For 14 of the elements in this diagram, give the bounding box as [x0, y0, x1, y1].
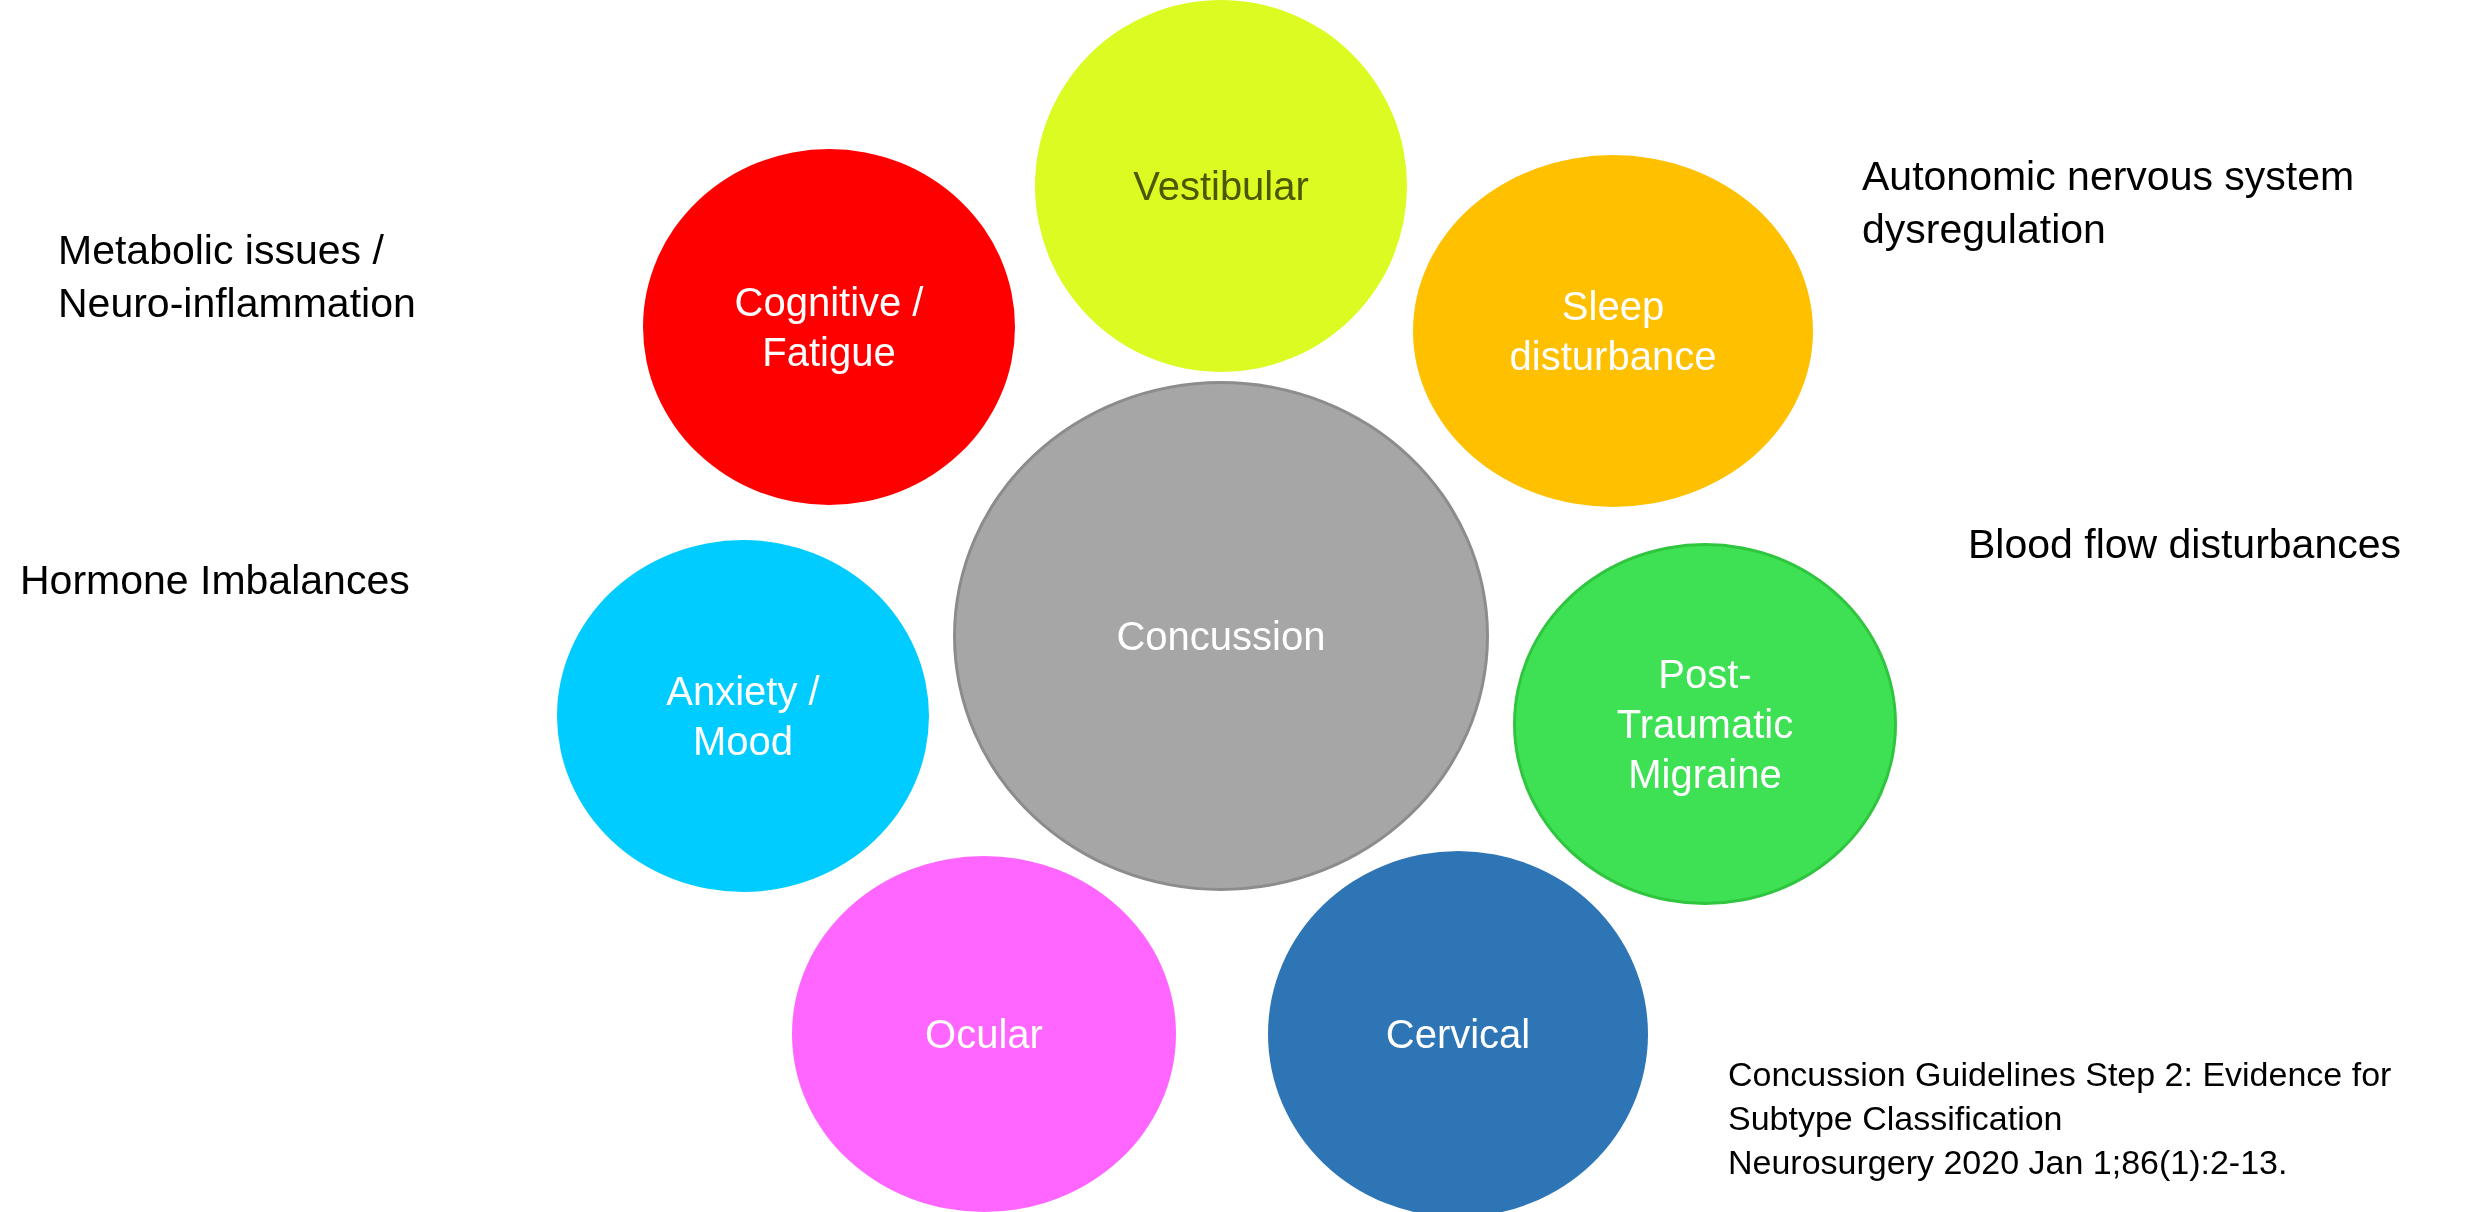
mechanism-label: Blood flow disturbances — [1968, 520, 2403, 569]
mechanism-label: Hormone Imbalances — [20, 556, 411, 605]
circle-label: Cognitive / Fatigue — [733, 279, 925, 376]
circle-label: Ocular — [925, 1011, 1043, 1058]
circle-label: Anxiety / Mood — [665, 668, 821, 765]
circle-label: Sleep disturbance — [1508, 283, 1718, 380]
circle-label: Vestibular — [1133, 163, 1309, 210]
circle-label: Post- Traumatic Migraine — [1615, 651, 1795, 798]
circle-label: Concussion — [1116, 613, 1326, 660]
citation-text: Concussion Guidelines Step 2: Evidence for Subtype Classification — [1728, 1054, 2393, 1140]
citation-text: Neurosurgery 2020 Jan 1;86(1):2-13. — [1728, 1142, 2289, 1183]
mechanism-label: Autonomic nervous system dysregulation — [1862, 152, 2356, 255]
mechanism-label: Metabolic issues / Neuro-inflammation — [58, 226, 417, 329]
circle-label: Cervical — [1385, 1011, 1531, 1058]
